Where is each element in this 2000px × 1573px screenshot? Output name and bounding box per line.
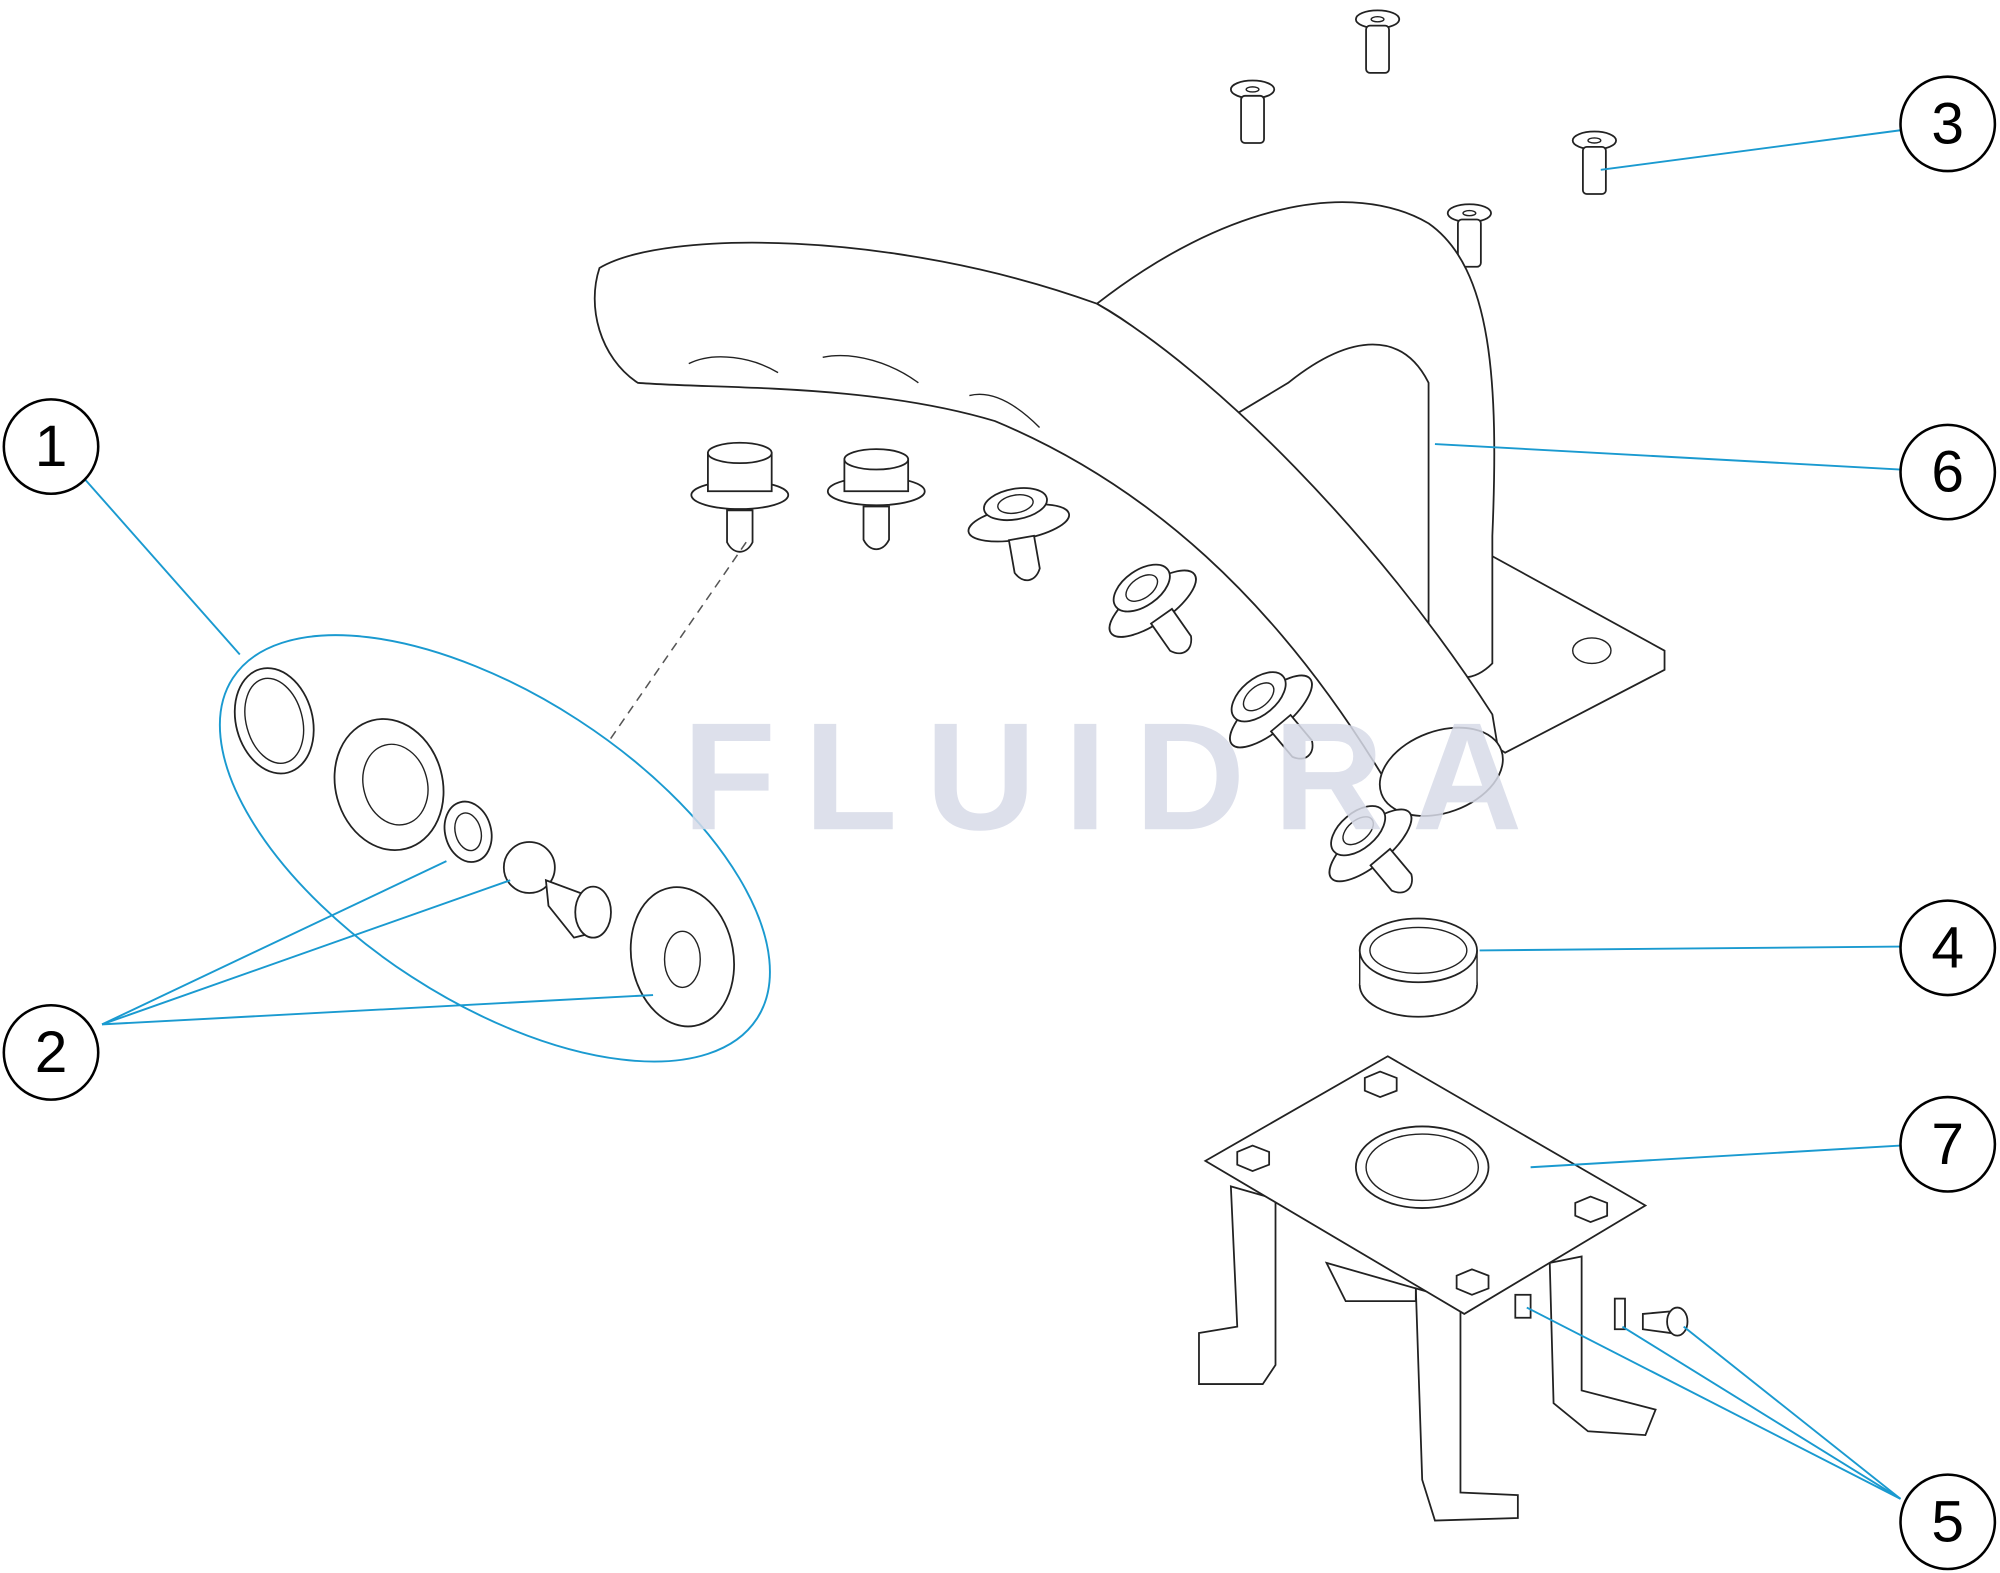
watermark: FLUIDRA [682, 691, 1550, 862]
svg-text:3: 3 [1931, 91, 1964, 156]
svg-text:1: 1 [35, 414, 68, 479]
svg-text:6: 6 [1931, 440, 1964, 505]
base-bracket [1198, 1055, 1657, 1522]
nozzle-kit [218, 634, 771, 1063]
screws [1229, 9, 1617, 268]
svg-text:5: 5 [1931, 1489, 1964, 1554]
fasteners [1514, 1293, 1689, 1337]
callout-3: 3 [1899, 75, 1997, 173]
callout-6: 6 [1899, 423, 1997, 521]
kit-ellipse [218, 634, 771, 1063]
leader-lines [83, 129, 1902, 1500]
callout-7: 7 [1899, 1095, 1997, 1193]
callout-4: 4 [1899, 899, 1997, 997]
callout-1: 1 [2, 398, 100, 496]
callout-5: 5 [1899, 1473, 1997, 1571]
svg-text:2: 2 [35, 1020, 68, 1085]
svg-text:4: 4 [1931, 915, 1964, 980]
svg-text:7: 7 [1931, 1112, 1964, 1177]
callout-2: 2 [2, 1003, 100, 1101]
nozzles [609, 441, 1413, 894]
manifold-body [593, 201, 1666, 817]
gasket [1358, 917, 1478, 1018]
